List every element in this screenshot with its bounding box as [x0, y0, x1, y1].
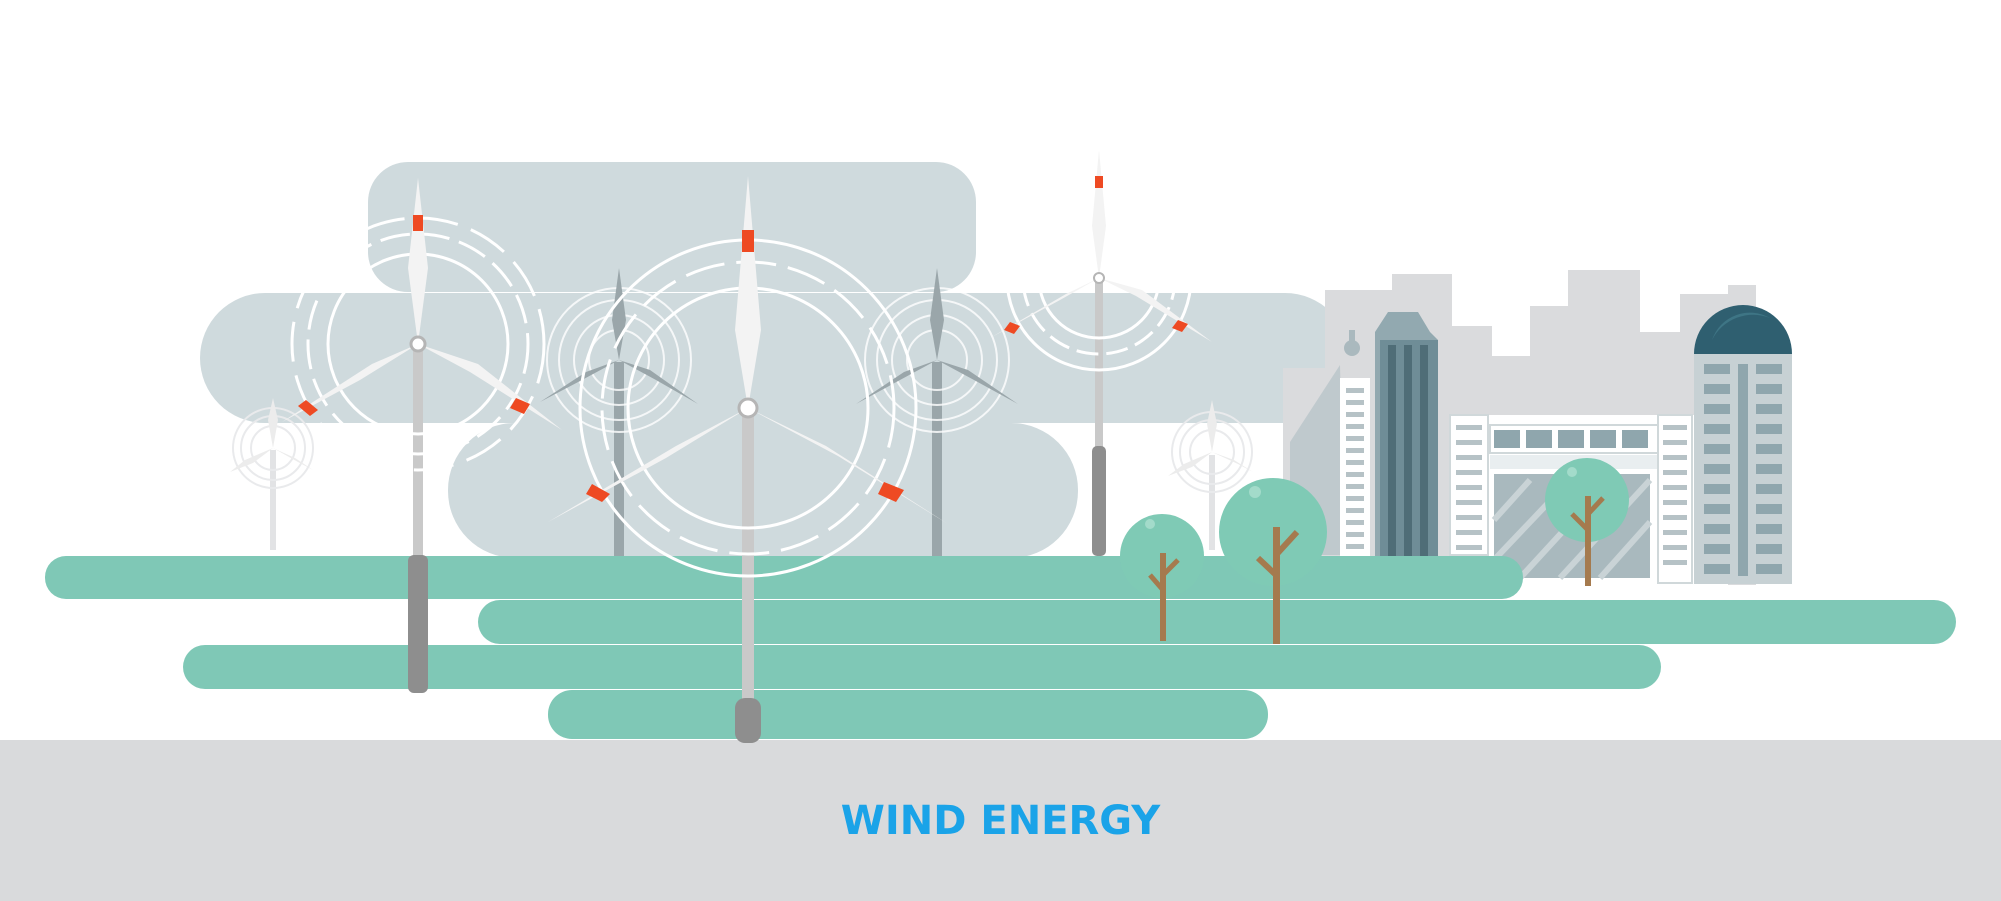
dome-icon	[1694, 305, 1792, 354]
ground	[0, 740, 2001, 901]
tree-icon	[1120, 514, 1204, 641]
wind-turbine-icon	[282, 178, 562, 693]
wind-turbine-icon	[990, 150, 1212, 556]
grass-band	[478, 600, 1956, 644]
wind-turbine-icon	[230, 398, 314, 550]
cloud-shape	[368, 162, 976, 292]
wind-turbine-icon	[540, 268, 698, 556]
cloud-shape	[448, 423, 1078, 558]
tree-icon	[1219, 478, 1327, 644]
building-dark-tower	[1375, 312, 1438, 556]
tree-icon	[1545, 458, 1629, 586]
building-dome-tower	[1694, 305, 1792, 584]
wind-turbine-icon	[856, 268, 1018, 556]
cloud-shape	[200, 293, 1350, 423]
grass-band	[548, 690, 1268, 739]
building-mid-white	[1449, 414, 1694, 584]
wind-turbine-icon	[548, 176, 948, 743]
background-clouds	[200, 162, 1350, 558]
caption-wind-energy: WIND ENERGY	[840, 797, 1161, 844]
grass-band	[183, 645, 1661, 689]
wind-turbine-icon	[1168, 400, 1253, 550]
